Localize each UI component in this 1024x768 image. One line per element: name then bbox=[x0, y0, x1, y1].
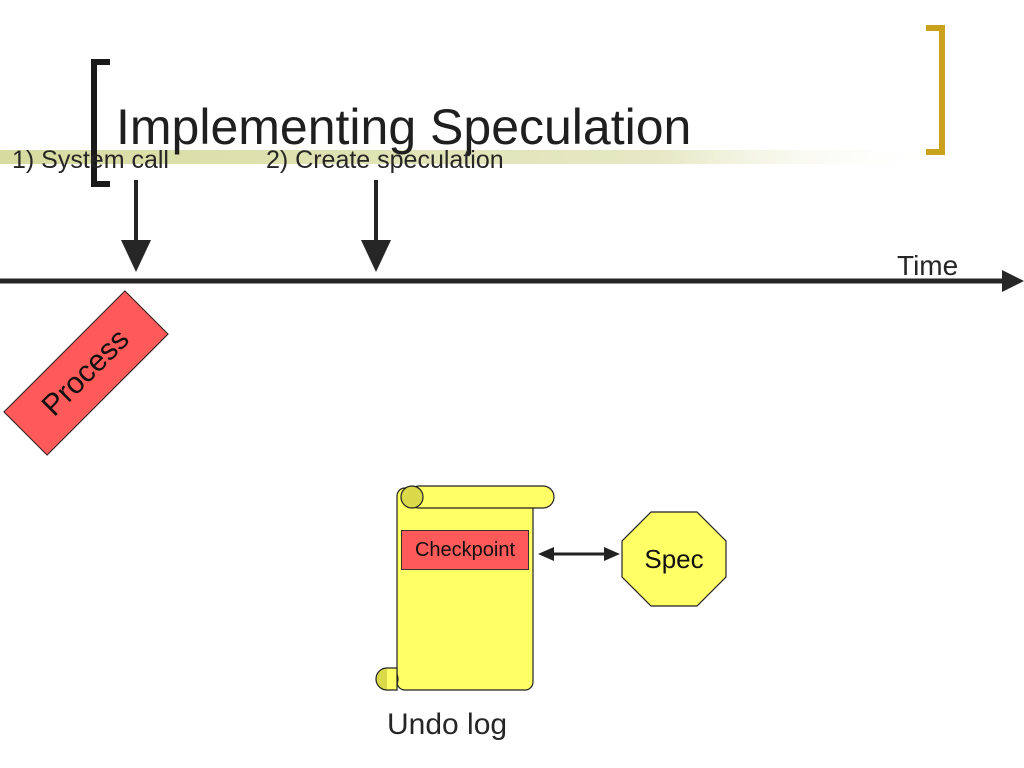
checkpoint-entry: Checkpoint bbox=[401, 530, 529, 570]
arrow-create-speculation bbox=[361, 180, 391, 272]
arrow-system-call bbox=[121, 180, 151, 272]
slide-title: Implementing Speculation bbox=[116, 99, 692, 155]
undo-log-caption: Undo log bbox=[387, 708, 508, 741]
time-axis-label: Time bbox=[897, 250, 959, 281]
right-bracket bbox=[926, 25, 945, 155]
title-rule bbox=[0, 150, 940, 164]
left-bracket bbox=[91, 59, 110, 187]
checkpoint-spec-link bbox=[538, 547, 620, 561]
step-system-call-label: 1) System call bbox=[12, 146, 169, 174]
timeline-axis bbox=[0, 270, 1024, 292]
spec-octagon bbox=[621, 511, 727, 607]
step-create-speculation-label: 2) Create speculation bbox=[266, 146, 504, 174]
undo-log-scroll bbox=[375, 485, 555, 691]
spec-label: Spec bbox=[644, 543, 704, 574]
